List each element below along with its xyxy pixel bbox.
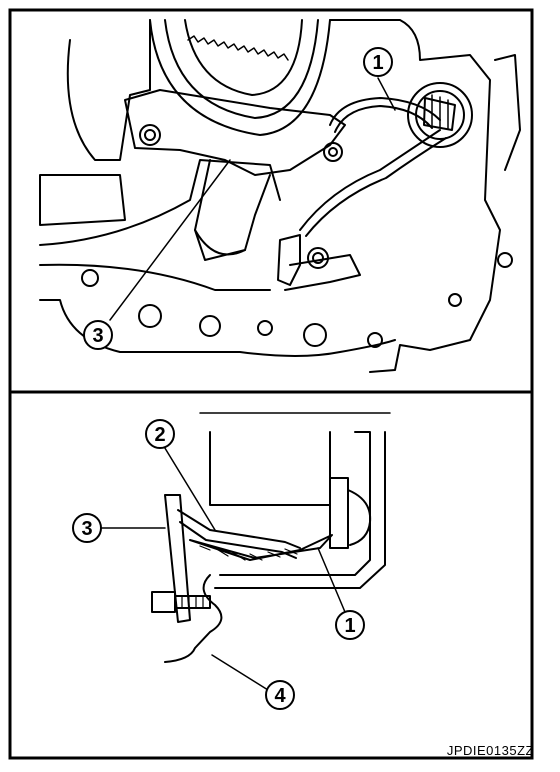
bolt-bottom xyxy=(151,591,176,613)
bracket-plate xyxy=(164,494,191,623)
svg-text:3: 3 xyxy=(92,325,103,347)
bolt-left xyxy=(139,124,161,146)
svg-text:1: 1 xyxy=(344,615,355,637)
leader-top-1 xyxy=(377,77,396,111)
callout-bottom-3: 3 xyxy=(72,513,102,543)
sensor-element xyxy=(189,534,333,561)
figure-code: JPDIE0135ZZ xyxy=(446,743,534,758)
ring-gear-outer xyxy=(149,19,331,136)
callout-top-3: 3 xyxy=(83,320,113,350)
leader-bottom-2 xyxy=(159,439,216,531)
ring-gear-mid xyxy=(164,19,319,119)
svg-text:3: 3 xyxy=(81,518,92,540)
callout-bottom-4: 4 xyxy=(265,680,295,710)
svg-text:2: 2 xyxy=(154,424,165,446)
ring-gear-inner xyxy=(184,19,303,96)
top-illustration xyxy=(10,19,532,394)
bottom-illustration xyxy=(99,412,391,691)
bolt-lower xyxy=(307,247,329,269)
ring-gear-teeth xyxy=(187,35,289,61)
callout-top-1: 1 xyxy=(363,47,393,77)
leader-bottom-1 xyxy=(317,547,346,613)
figure-border xyxy=(8,8,534,760)
bolt-right xyxy=(323,142,343,162)
bracket xyxy=(124,89,346,176)
sensor-body xyxy=(277,234,301,286)
connector-ring xyxy=(407,82,473,148)
gear-block xyxy=(209,431,331,506)
leader-top-3 xyxy=(109,159,231,321)
housing-outline xyxy=(66,19,151,161)
sensor-wire xyxy=(329,97,441,126)
housing-wall xyxy=(219,431,371,576)
svg-text:4: 4 xyxy=(274,685,286,707)
callout-bottom-1: 1 xyxy=(335,610,365,640)
svg-text:1: 1 xyxy=(372,52,383,74)
callout-bottom-2: 2 xyxy=(145,419,175,449)
leader-bottom-4 xyxy=(211,654,269,691)
